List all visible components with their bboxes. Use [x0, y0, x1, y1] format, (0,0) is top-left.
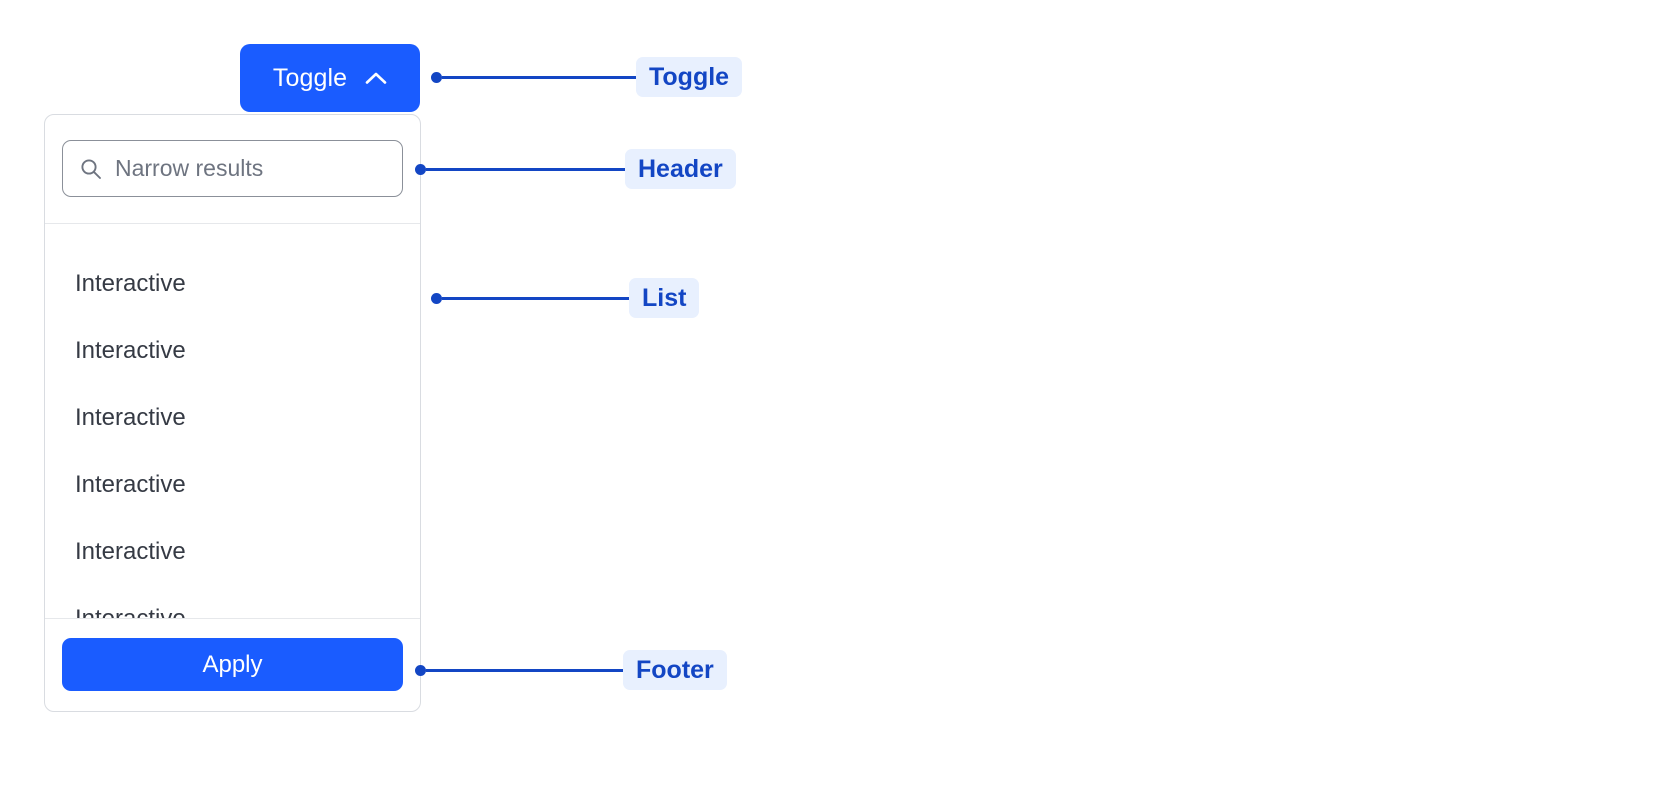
annotation-dot-icon [431, 292, 442, 304]
annotation-leader-line [426, 668, 624, 672]
list-item[interactable]: Interactive [45, 250, 420, 317]
dropdown-list: Interactive Interactive Interactive Inte… [45, 224, 420, 619]
search-icon [79, 157, 103, 181]
list-item[interactable]: Interactive [45, 384, 420, 451]
search-box[interactable] [62, 140, 403, 197]
annotation-leader-line [442, 296, 630, 300]
annotation-label-list: List [629, 277, 700, 319]
list-item[interactable]: Interactive [45, 585, 420, 619]
list-item[interactable]: Interactive [45, 451, 420, 518]
list-item[interactable]: Interactive [45, 317, 420, 384]
toggle-button[interactable]: Toggle [240, 44, 420, 112]
apply-button[interactable]: Apply [62, 638, 403, 691]
dropdown-footer: Apply [45, 618, 420, 711]
annotation-dot-icon [431, 71, 442, 83]
dropdown-panel: Interactive Interactive Interactive Inte… [44, 114, 421, 712]
list-item-label: Interactive [75, 470, 186, 498]
list-item-label: Interactive [75, 336, 186, 364]
toggle-button-label: Toggle [272, 63, 348, 92]
annotation-label-header: Header [625, 148, 736, 190]
list-item-label: Interactive [75, 403, 186, 431]
search-input[interactable] [115, 155, 386, 182]
annotation-leader-line [442, 75, 637, 79]
annotation-dot-icon [415, 664, 426, 676]
annotation-label-toggle: Toggle [636, 56, 743, 98]
annotation-label-footer: Footer [623, 649, 727, 691]
dropdown-header [45, 115, 420, 224]
list-item-label: Interactive [75, 537, 186, 565]
annotation-leader-line [426, 167, 626, 171]
chevron-up-icon [365, 71, 387, 85]
list-item-label: Interactive [75, 269, 186, 297]
list-item-label: Interactive [75, 604, 186, 619]
annotation-dot-icon [415, 163, 426, 175]
list-item[interactable]: Interactive [45, 518, 420, 585]
